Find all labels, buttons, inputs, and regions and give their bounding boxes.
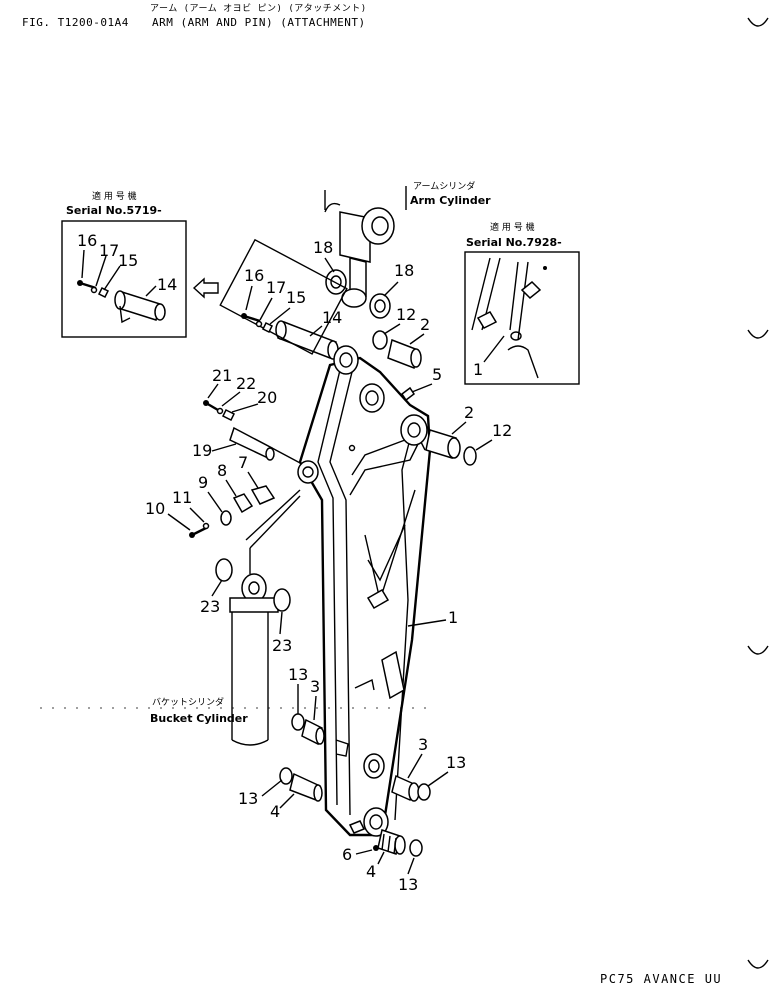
washer-18-left [325,269,347,295]
callout-17-inset: 17 [99,241,119,260]
seal-13-b [279,767,293,785]
right-inset-frame [464,251,580,385]
bucket-cylinder: バケットシリンダ Bucket Cylinder [150,495,301,746]
callout-2-upper: 2 [420,315,430,334]
callout-6: 6 [342,845,352,864]
seal-12-upper [372,330,388,350]
clip-8 [232,493,254,514]
block-7 [250,485,276,505]
callout-21: 21 [212,366,232,385]
callout-11: 11 [172,488,192,507]
washer-9 [220,510,232,526]
figure-title: ARM (ARM AND PIN) (ATTACHMENT) [152,16,366,29]
callout-7: 7 [238,453,248,472]
seal-13-d [409,839,423,857]
callout-4-left: 4 [270,802,280,821]
bucket-cylinder-jp: バケットシリンダ [152,696,224,708]
callout-13-c: 13 [446,753,466,772]
callout-22: 22 [236,374,256,393]
callout-10: 10 [145,499,165,518]
arm-body [297,345,432,837]
washer-23-left [215,558,233,582]
callout-15-main: 15 [286,288,306,307]
callout-1-inset: 1 [473,360,483,379]
washer-23-right [273,588,291,612]
right-inset-jp: 適 用 号 機 [490,221,535,233]
callout-14-main: 14 [322,308,342,327]
callout-3-left: 3 [310,677,320,696]
figure-code: FIG. T1200-01A4 [22,16,129,29]
callout-20: 20 [257,388,277,407]
right-inset: 適 用 号 機 Serial No.7928- 1 [464,221,580,385]
left-inset-frame [61,220,187,338]
callout-16-main: 16 [244,266,264,285]
binding-mark-2 [747,329,769,339]
callout-4-right: 4 [366,862,376,881]
callout-9: 9 [198,473,208,492]
seal-13-c [417,783,431,801]
callout-13-a: 13 [288,665,308,684]
grease-fitting-6 [373,845,379,851]
callout-3-right: 3 [418,735,428,754]
callout-18-left: 18 [313,238,333,257]
arrow-left-icon [192,277,219,299]
left-inset-jp: 適 用 号 機 [92,190,137,202]
callout-12-right: 12 [492,421,512,440]
callout-12-upper: 12 [396,305,416,324]
callout-14-inset: 14 [157,275,177,294]
seal-12-right [463,446,477,466]
callout-18-right: 18 [394,261,414,280]
japanese-title: アーム (アーム オヨビ ピン) (アタッチメント) [150,4,367,14]
callout-1: 1 [448,608,458,627]
callout-2-right: 2 [464,403,474,422]
bucket-cylinder-label: Bucket Cylinder [150,712,248,725]
callout-8: 8 [217,461,227,480]
model-footer: PC75 AVANCE UU [600,972,723,986]
callout-13-d: 13 [398,875,418,894]
callout-23-right: 23 [272,636,292,655]
arm-cylinder-label: Arm Cylinder [410,194,491,207]
left-inset: 適 用 号 機 Serial No.5719- 16 17 15 14 [61,190,187,338]
callout-15-inset: 15 [118,251,138,270]
callout-5: 5 [432,365,442,384]
callout-23-left: 23 [200,597,220,616]
bushing-2-upper [387,338,419,370]
arm-cylinder-jp: アームシリンダ [413,180,475,192]
grease-fitting-5 [400,386,416,402]
binding-mark-1 [747,17,769,27]
binding-mark-4 [747,959,769,969]
callout-19: 19 [192,441,212,460]
seal-13-a [291,713,305,731]
arm-cylinder: アームシリンダ Arm Cylinder [324,180,491,308]
callout-13-b: 13 [238,789,258,808]
left-inset-serial: Serial No.5719- [66,204,162,217]
binding-mark-3 [747,645,769,655]
washer-18-right [369,293,391,319]
right-inset-serial: Serial No.7928- [466,236,562,249]
callout-17-main: 17 [266,278,286,297]
callout-16-inset: 16 [77,231,97,250]
